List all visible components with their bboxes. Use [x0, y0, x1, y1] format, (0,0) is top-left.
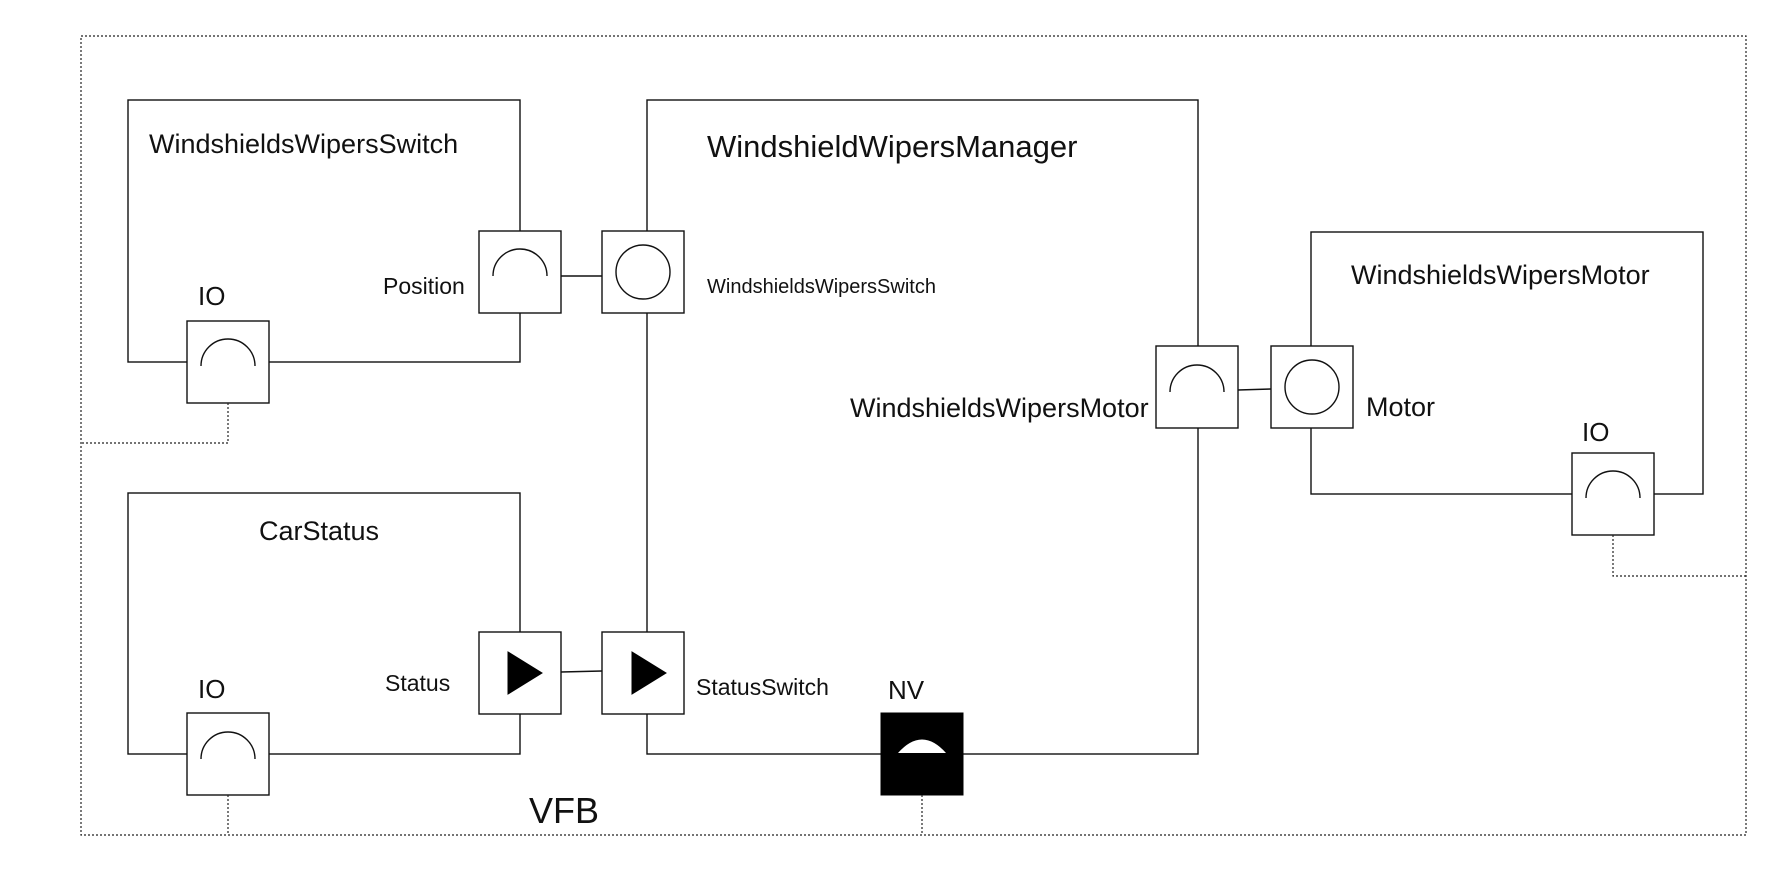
manager-status-port[interactable]: [601, 631, 685, 715]
motor-component-title: WindshieldsWipersMotor: [1351, 260, 1650, 290]
car-status-io-label: IO: [198, 674, 225, 704]
connector-manager-motor-to-motor: [1237, 388, 1272, 391]
manager-nv-port[interactable]: [880, 712, 964, 796]
car-status-component-title: CarStatus: [259, 516, 379, 546]
car-status-io-port[interactable]: [186, 712, 270, 796]
manager-motor-port[interactable]: [1155, 345, 1239, 429]
manager-status-port-label: StatusSwitch: [696, 674, 829, 700]
require-port-icon: [1169, 364, 1225, 393]
motor-io-label: IO: [1582, 417, 1609, 447]
connector-status-to-status-switch: [560, 670, 603, 673]
switch-component-title: WindshieldsWipersSwitch: [149, 129, 458, 159]
manager-nv-label: NV: [888, 675, 925, 705]
manager-motor-port-label: WindshieldsWipersMotor: [850, 393, 1149, 423]
require-port-icon: [492, 248, 548, 277]
switch-io-port[interactable]: [186, 320, 270, 404]
motor-io-dotted-link: [1612, 535, 1746, 577]
motor-io-port[interactable]: [1571, 452, 1655, 536]
motor-motor-port-label: Motor: [1366, 392, 1435, 422]
manager-switch-port[interactable]: [601, 230, 685, 314]
require-port-icon: [1585, 470, 1641, 499]
send-arrow-icon: [507, 651, 543, 695]
car-status-status-port-label: Status: [385, 670, 450, 696]
require-port-icon: [200, 731, 256, 760]
vfb-boundary: [80, 35, 1747, 836]
send-arrow-icon: [631, 651, 667, 695]
switch-io-dotted-link: [81, 403, 229, 444]
switch-io-label: IO: [198, 281, 225, 311]
nv-memory-icon: [898, 739, 946, 753]
provide-port-icon: [615, 244, 671, 300]
provide-port-icon: [1284, 359, 1340, 415]
manager-switch-port-label: WindshieldsWipersSwitch: [707, 276, 936, 298]
require-port-icon: [200, 338, 256, 367]
manager-component-box[interactable]: [646, 99, 1199, 755]
motor-motor-port[interactable]: [1270, 345, 1354, 429]
switch-position-port-label: Position: [383, 273, 465, 299]
manager-component-title: WindshieldWipersManager: [707, 129, 1077, 164]
car-status-component-box[interactable]: [127, 492, 521, 755]
switch-position-port[interactable]: [478, 230, 562, 314]
car-status-status-port[interactable]: [478, 631, 562, 715]
vfb-label: VFB: [529, 790, 599, 831]
